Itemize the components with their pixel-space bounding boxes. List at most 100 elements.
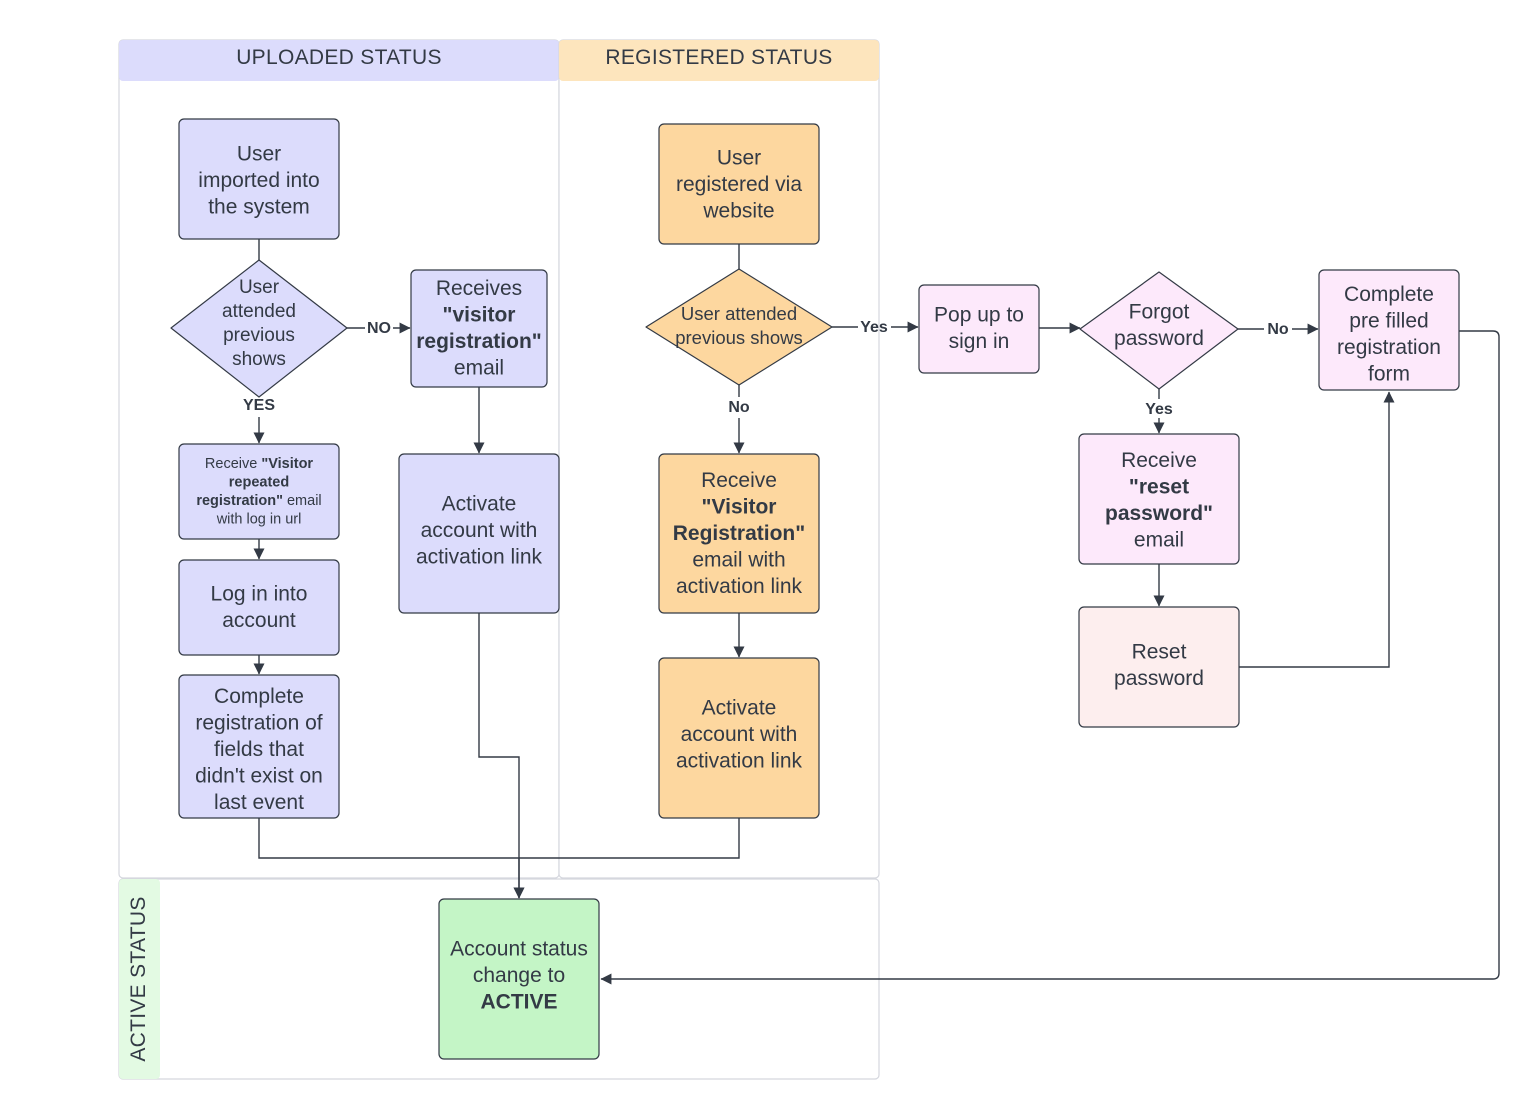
node-text-line: User attended [681,303,797,324]
node-user-attended-1-text: User attended previous shows [222,277,296,370]
node-text-segment: Receive [1121,449,1197,472]
label-yes-1: YES [243,397,275,414]
node-text-segment: password" [1105,502,1213,525]
node-text-segment: Registration" [673,522,805,545]
label-no-2: No [728,399,750,416]
node-activate-registered-text: Activate account with activation link [676,696,803,772]
node-text-line: activation link [676,749,803,772]
node-text-segment: registration" [196,493,283,509]
node-text-line: account [222,609,296,632]
node-text-segment: Account status [450,937,588,960]
label-yes-2: Yes [860,319,888,336]
node-complete-prefilled: Complete pre filled registration form [1318,269,1460,391]
edges [253,239,1500,985]
node-text-segment: email with [692,548,785,571]
lane-active-title: ACTIVE STATUS [127,896,150,1061]
node-text-line: website [702,199,774,222]
node-receive-reset: Receive "reset password" email [1078,433,1240,565]
node-text-segment: with log in url [216,511,302,527]
node-text-line: sign in [949,330,1010,353]
node-text-segment: "reset [1129,476,1189,499]
label-no-1: NO [367,320,391,337]
node-text-segment: registration" [416,330,541,353]
node-text-line: Forgot [1129,301,1190,324]
node-text-line: User [237,142,281,165]
node-text-line: fields that [214,738,304,761]
node-text-segment: ACTIVE [480,990,557,1013]
node-text-line: Complete [1344,283,1434,306]
node-text-segment: Receives [436,277,522,300]
edge-prefilled-to-active [600,330,1500,985]
node-activate-registered: Activate account with activation link [658,657,820,819]
node-text-line: User [239,277,280,298]
node-log-in: Log in into account [178,559,340,656]
node-text-line: didn't exist on [195,764,323,787]
node-text-line: previous [223,325,295,346]
node-account-active-text: Account status change to ACTIVE [450,937,588,1013]
node-text-line: registration [1337,336,1441,359]
node-text-line: Complete [214,685,304,708]
node-user-registered: User registered via website [658,123,820,245]
node-text-segment: Receive [701,469,777,492]
node-receive-repeated: Receive "Visitor repeated registration" em… [178,443,340,540]
node-text-line: password [1114,327,1204,350]
node-text-segment: "Visitor [261,456,313,472]
node-user-attended-2: User attended previous shows [645,268,833,386]
node-text-segment: activation link [676,575,803,598]
node-user-attended-1: User attended previous shows [170,259,348,398]
node-reset-password: Reset password [1078,606,1240,728]
node-account-active: Account status change to ACTIVE [438,898,600,1060]
node-text-line: attended [222,301,296,322]
node-text-line: last event [214,791,304,814]
node-text-line: Reset [1132,641,1187,664]
node-log-in-text: Log in into account [211,583,308,633]
node-text-segment: change to [473,964,565,987]
node-text-line: registered via [676,173,802,196]
edge-activate-registered-to-active [519,818,740,859]
node-reset-password-text: Reset password [1114,641,1204,691]
node-forgot-password-text: Forgot password [1114,301,1204,351]
node-complete-fields: Complete registration of fields that didn't… [178,674,340,819]
node-text-line: Activate [442,492,517,515]
node-complete-fields-text: Complete registration of fields that didn't… [195,685,323,814]
node-text-line: shows [232,349,286,370]
node-text-line: the system [208,195,310,218]
node-text-line: pre filled [1349,310,1428,333]
node-text-line: User [717,146,761,169]
node-text-segment: email [454,357,504,380]
edge-activate-uploaded-to-active [478,613,525,899]
node-text-line: Activate [702,696,777,719]
node-text-segment: repeated [229,474,289,490]
node-text-segment: email [1134,529,1184,552]
node-text-line: form [1368,363,1410,386]
node-text-segment: "Visitor [702,495,777,518]
node-user-registered-text: User registered via website [676,146,802,222]
label-no-3: No [1267,321,1289,338]
node-user-attended-2-text: User attended previous shows [675,303,803,348]
edge-labels: NO YES Yes No No Yes [243,319,1289,418]
node-receive-repeated-text: Receive "Visitor repeated registration" em… [196,456,321,528]
node-text-line: account with [681,723,798,746]
node-text-segment: email [283,493,322,509]
node-receive-reset-text: Receive "reset password" email [1105,449,1213,552]
node-text-line: password [1114,667,1204,690]
lane-registered-title: REGISTERED STATUS [605,46,832,69]
node-text-line: previous shows [675,327,803,348]
node-text-segment: Receive [205,456,261,472]
node-text-line: Log in into [211,583,308,606]
edge-reset-to-prefilled [1239,391,1395,668]
label-yes-3: Yes [1145,401,1173,418]
node-text-line: activation link [416,545,543,568]
node-text-line: registration of [195,711,322,734]
